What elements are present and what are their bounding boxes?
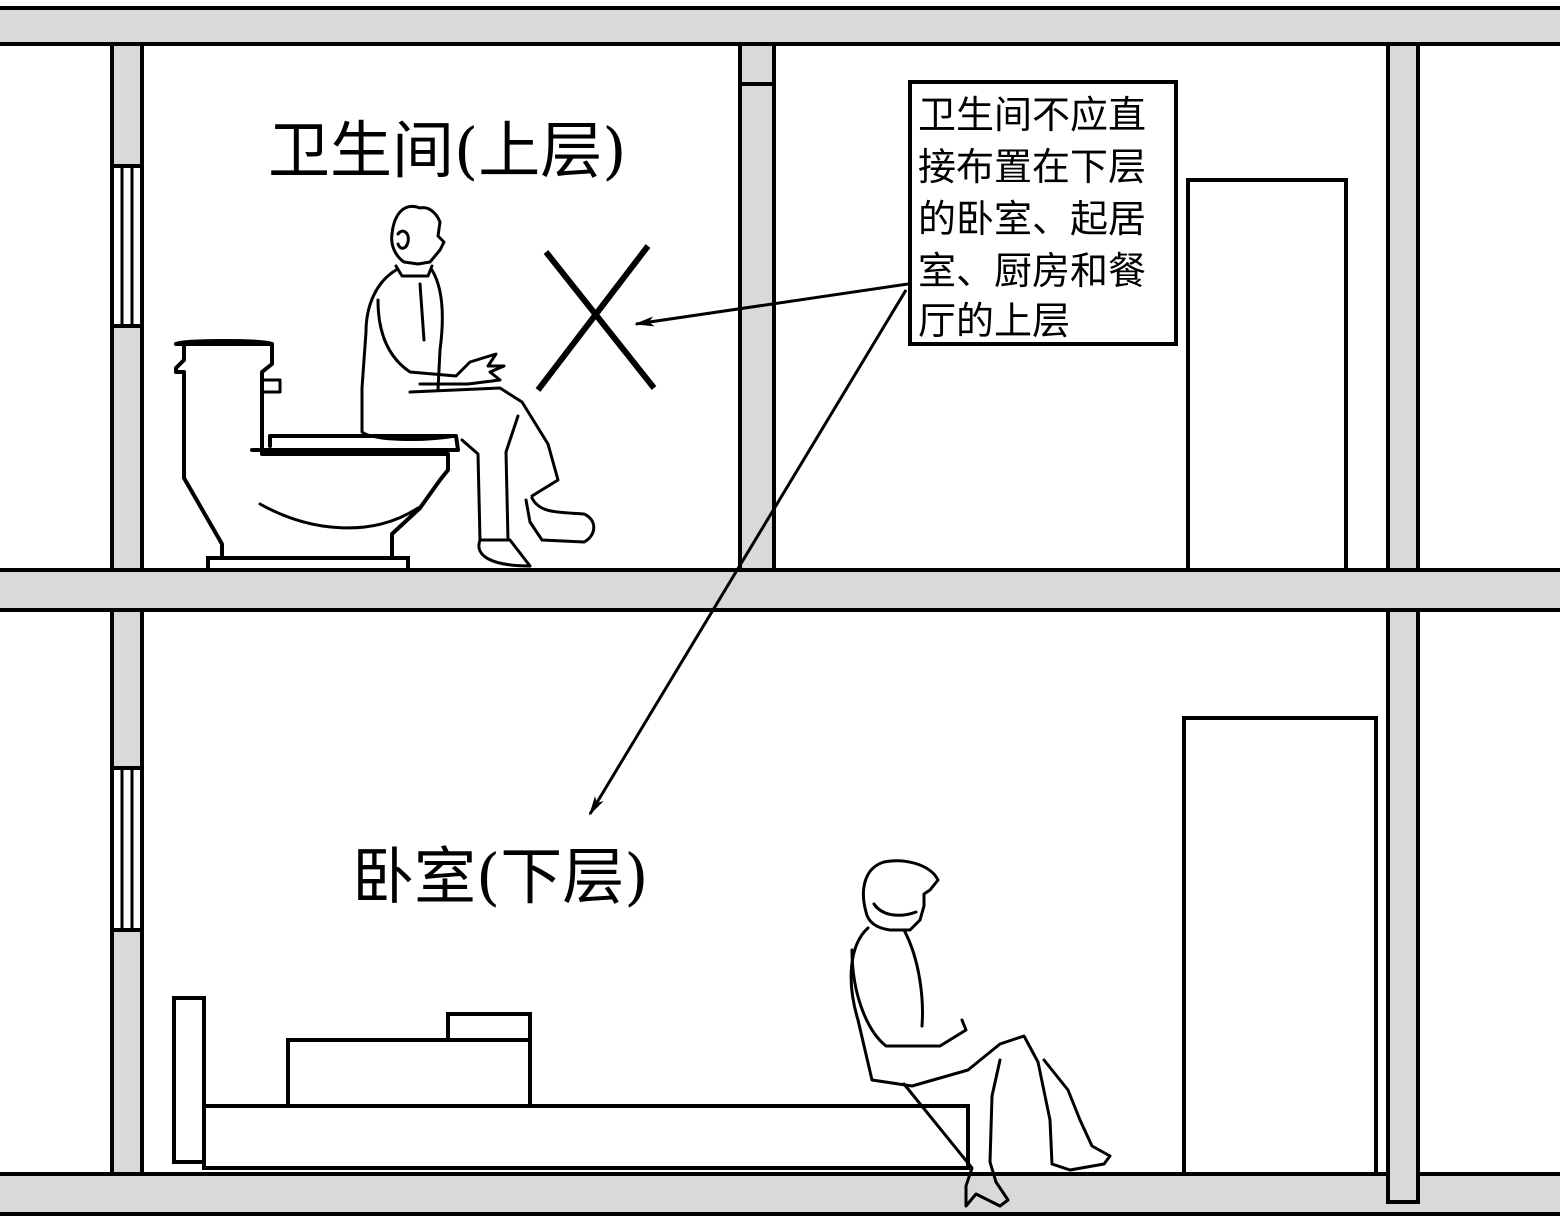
roof-slab <box>0 6 1560 46</box>
note-text: 卫生间不应直 接布置在下层 的卧室、起居 室、厨房和餐 厅的上层 <box>918 93 1146 343</box>
note-line-5: 厅的上层 <box>918 299 1070 343</box>
ground-floor-slab <box>0 1172 1560 1216</box>
woman-figure <box>849 859 1112 1208</box>
note-box <box>908 80 1178 346</box>
middle-floor-slab <box>0 568 1560 612</box>
upper-room-label: 卫生间(上层) <box>268 114 626 187</box>
note-line-1: 卫生间不应直 <box>918 93 1146 137</box>
man-figure <box>360 205 596 568</box>
upper-right-wall <box>1386 42 1420 572</box>
arrow-to-x <box>634 282 909 327</box>
note-line-2: 接布置在下层 <box>918 145 1146 189</box>
arrow-to-bedroom <box>588 289 908 816</box>
toilet-icon <box>174 339 460 572</box>
lower-room-label: 卧室(下层) <box>352 840 648 913</box>
lower-door <box>1182 716 1378 1176</box>
lower-right-wall <box>1386 608 1420 1204</box>
lower-window <box>110 766 144 932</box>
note-line-3: 的卧室、起居 <box>918 197 1146 241</box>
upper-window <box>110 164 144 328</box>
upper-door <box>1186 178 1348 572</box>
bed-icon <box>172 996 970 1170</box>
note-line-4: 室、厨房和餐 <box>918 249 1146 293</box>
x-mark-icon <box>535 244 657 392</box>
